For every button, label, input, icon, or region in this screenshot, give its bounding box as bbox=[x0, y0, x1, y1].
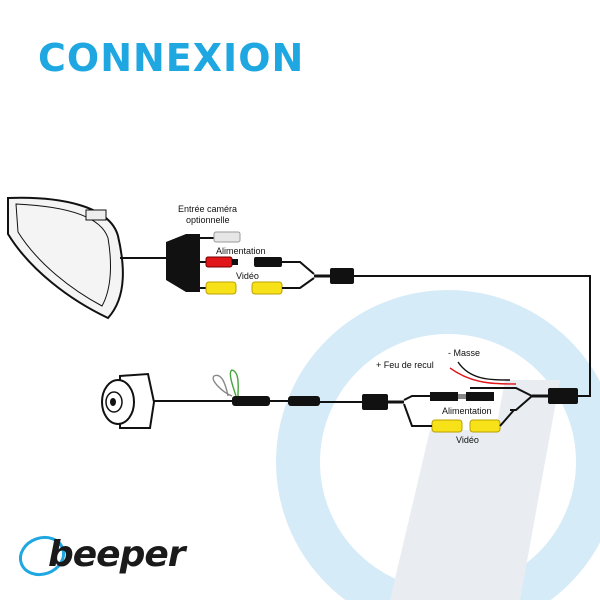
camera-cable bbox=[148, 369, 362, 406]
page-title: CONNEXION bbox=[38, 36, 305, 80]
label-video-top: Vidéo bbox=[236, 271, 259, 281]
label-optionnelle: optionnelle bbox=[186, 215, 230, 225]
video-connector-top bbox=[200, 277, 315, 295]
brand-logo: beeper bbox=[48, 534, 186, 575]
watermark-logo bbox=[276, 290, 600, 600]
label-entree-camera: Entrée caméra bbox=[178, 204, 238, 214]
mirror-connector-hub bbox=[166, 234, 200, 292]
bottom-harness bbox=[362, 361, 533, 433]
camera bbox=[101, 372, 156, 429]
extension-plug-top bbox=[314, 268, 354, 284]
beeper-logo-mark bbox=[18, 535, 66, 577]
extension-plug-bottom bbox=[532, 388, 578, 404]
extension-cable bbox=[354, 275, 591, 397]
label-video-bottom: Vidéo bbox=[456, 435, 479, 445]
label-alimentation-bottom: Alimentation bbox=[442, 406, 492, 416]
power-connector-top bbox=[200, 256, 315, 275]
mirror bbox=[7, 196, 124, 320]
optional-camera-connector bbox=[200, 231, 241, 243]
label-alimentation-top: Alimentation bbox=[216, 246, 266, 256]
label-feu-de-recul: + Feu de recul bbox=[376, 360, 434, 370]
label-masse: - Masse bbox=[448, 348, 481, 358]
